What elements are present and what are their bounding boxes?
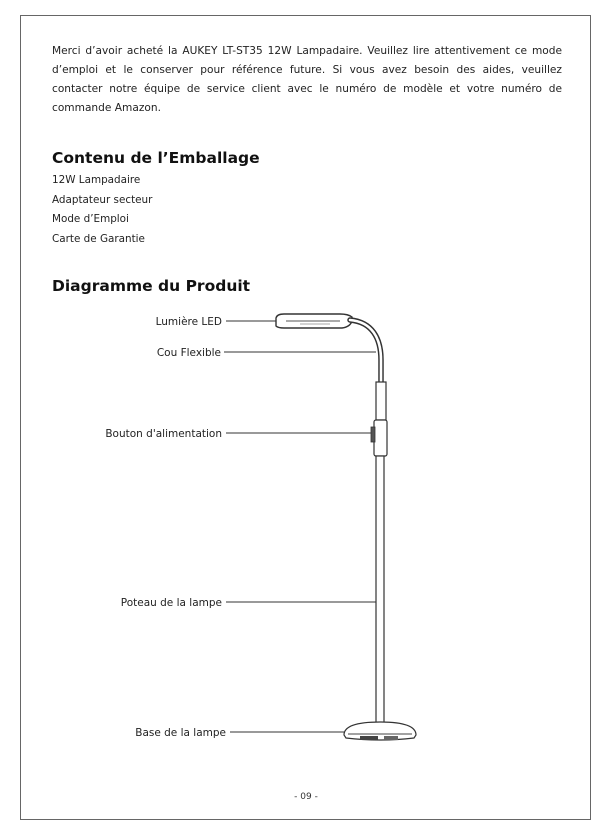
power-switch: [370, 419, 388, 457]
contents-item: 12W Lampadaire: [52, 174, 141, 186]
label-flexible-neck: Cou Flexible: [157, 347, 221, 359]
contents-item: Carte de Garantie: [52, 232, 145, 245]
lamp-pole: [375, 455, 385, 724]
page-frame: [20, 15, 591, 820]
lamp-base: [343, 721, 417, 741]
flexible-neck: [347, 317, 384, 385]
contents-item: Mode d’Emploi: [52, 213, 129, 225]
page-number: - 09 -: [294, 792, 318, 802]
diagram-heading: Diagramme du Produit: [52, 277, 251, 295]
label-lamp-pole: Poteau de la lampe: [121, 597, 222, 609]
contents-list: 12W Lampadaire Adaptateur secteur Mode d…: [52, 171, 152, 249]
contents-heading: Contenu de l’Emballage: [52, 149, 260, 167]
label-power-button: Bouton d'alimentation: [105, 428, 222, 440]
intro-paragraph: Merci d’avoir acheté la AUKEY LT-ST35 12…: [52, 45, 562, 114]
lamp-head: [275, 313, 353, 329]
contents-item: Adaptateur secteur: [52, 193, 153, 206]
label-led-light: Lumière LED: [156, 316, 222, 328]
label-lamp-base: Base de la lampe: [135, 727, 226, 739]
upper-tube: [375, 381, 387, 421]
